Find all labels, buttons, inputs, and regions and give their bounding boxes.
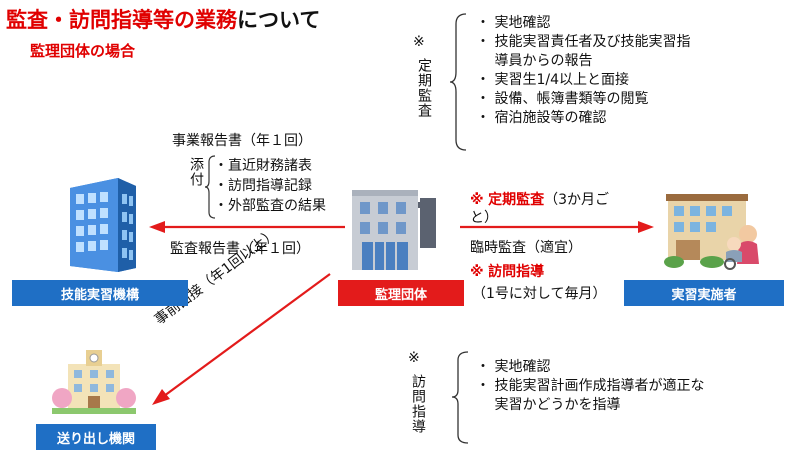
implementer-label: 実習実施者 bbox=[624, 280, 784, 306]
audit-item: ・ 実地確認 bbox=[476, 15, 551, 31]
business-report-label: 事業報告書（年１回） bbox=[172, 133, 312, 149]
audit-report-label: 監査報告書（年１回） bbox=[170, 241, 310, 257]
attachment-item: ・直近財務諸表 bbox=[214, 158, 312, 174]
audit-item: ・ 宿泊施設等の確認 bbox=[476, 110, 607, 126]
guidance-mark: ※ bbox=[408, 350, 420, 366]
attachment-item: ・訪問指導記録 bbox=[214, 178, 312, 194]
visit-guidance-line: ※ 訪問指導 bbox=[470, 261, 544, 281]
guidance-item: ・ 実地確認 bbox=[476, 359, 551, 375]
title-red: 監査・訪問指導等の業務 bbox=[6, 8, 237, 32]
periodic-freq-cont: と） bbox=[470, 210, 498, 226]
visit-mark: ※ bbox=[470, 264, 484, 280]
pre-interview-arrow bbox=[152, 273, 331, 405]
adhoc-audit-label: 臨時監査（適宜） bbox=[470, 240, 582, 256]
periodic-audit-line: ※ 定期監査（3か月ご bbox=[470, 189, 609, 209]
audit-item: ・ 設備、帳簿書類等の閲覧 bbox=[476, 91, 649, 107]
audit-report-arrow bbox=[149, 221, 345, 233]
implementer-building-icon bbox=[664, 194, 759, 270]
guidance-vertical-label: 訪問指導 bbox=[410, 374, 426, 434]
guidance-item: 実習かどうかを指導 bbox=[476, 397, 621, 413]
guidance-item: ・ 技能実習計画作成指導者が適正な bbox=[476, 378, 705, 394]
attach-brace bbox=[204, 155, 216, 219]
sending-org-building-icon bbox=[52, 350, 136, 414]
periodic-freq: （3か月ご bbox=[544, 192, 609, 208]
otit-building-icon bbox=[70, 178, 136, 272]
audit-brace bbox=[449, 13, 467, 151]
visit-freq: （1号に対して毎月） bbox=[472, 286, 607, 302]
visit-label: 訪問指導 bbox=[488, 264, 545, 280]
page-subtitle: 監理団体の場合 bbox=[30, 42, 136, 60]
attachment-list: ・直近財務諸表 ・訪問指導記録 ・外部監査の結果 bbox=[214, 156, 326, 216]
audit-items: ・ 実地確認 ・ 技能実習責任者及び技能実習指 導員からの報告 ・ 実習生1/4… bbox=[476, 14, 690, 128]
periodic-label: 定期監査 bbox=[488, 192, 545, 208]
audit-item: ・ 実習生1/4以上と面接 bbox=[476, 72, 629, 88]
guidance-brace bbox=[451, 351, 469, 444]
sending-org-label: 送り出し機関 bbox=[36, 424, 156, 450]
attach-label: 添付 bbox=[188, 157, 204, 187]
audit-item: 導員からの報告 bbox=[476, 53, 593, 69]
guidance-items: ・ 実地確認 ・ 技能実習計画作成指導者が適正な 実習かどうかを指導 bbox=[476, 358, 704, 415]
otit-label: 技能実習機構 bbox=[12, 280, 188, 306]
audit-vertical-label: 定期監査 bbox=[416, 58, 432, 118]
audit-item: ・ 技能実習責任者及び技能実習指 bbox=[476, 34, 691, 50]
supervising-building-icon bbox=[352, 190, 436, 270]
audit-mark: ※ bbox=[413, 34, 425, 50]
title-black: について bbox=[237, 8, 321, 32]
supervising-org-label: 監理団体 bbox=[338, 280, 464, 306]
periodic-audit-arrow bbox=[460, 221, 654, 233]
periodic-mark: ※ bbox=[470, 192, 484, 208]
attachment-item: ・外部監査の結果 bbox=[214, 198, 326, 214]
page-title: 監査・訪問指導等の業務について bbox=[6, 4, 320, 34]
